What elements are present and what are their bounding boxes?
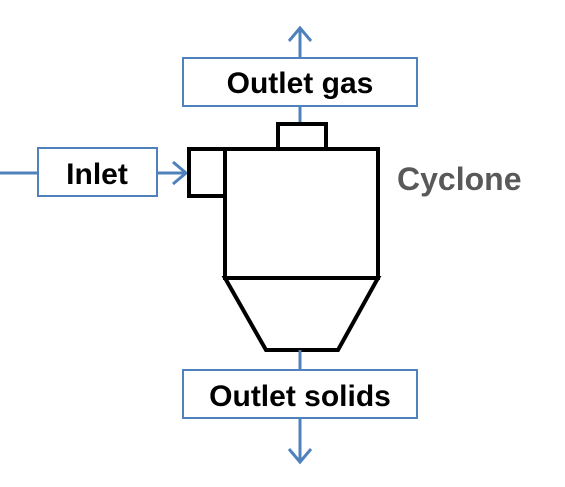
- outlet-gas-box: Outlet gas: [182, 57, 418, 107]
- outlet-solids-box: Outlet solids: [182, 369, 418, 419]
- outlet-solids-arrow: [287, 350, 313, 465]
- inlet-nozzle: [187, 147, 227, 198]
- arrow-right-icon: [172, 160, 189, 186]
- inlet-label: Inlet: [66, 158, 128, 191]
- cyclone-vessel: [187, 122, 382, 352]
- cyclone-label: Cyclone: [397, 161, 521, 197]
- gas-outlet-nozzle: [276, 122, 328, 151]
- arrow-up-icon: [287, 25, 313, 42]
- cyclone-cone: [221, 276, 382, 352]
- inlet-box: Inlet: [37, 147, 158, 197]
- cyclone-cylinder: [223, 147, 380, 280]
- outlet-gas-label: Outlet gas: [227, 67, 374, 100]
- arrow-down-icon: [287, 448, 313, 465]
- outlet-gas-arrow: [287, 25, 313, 124]
- outlet-solids-label: Outlet solids: [209, 380, 391, 413]
- inlet-arrow: [0, 160, 189, 186]
